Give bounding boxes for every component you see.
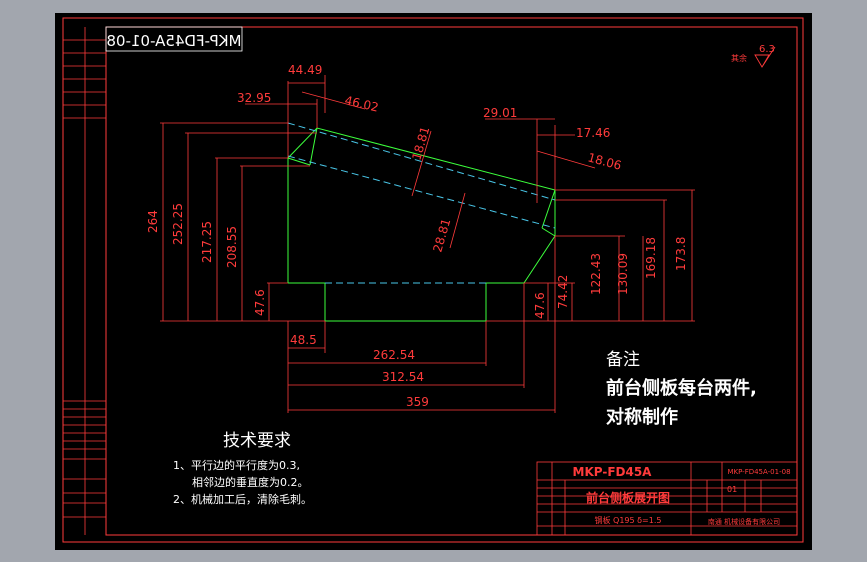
cad-drawing: MKP-FD45A-01-08 其余 6.3 [62, 17, 804, 543]
tech-item-1: 1、平行边的平行度为0.3, [173, 458, 300, 472]
dim-47-6-mid: 47.6 [533, 292, 547, 319]
part-outline [287, 127, 556, 322]
dim-217-25: 217.25 [200, 221, 214, 263]
title-quantity: 01 [727, 485, 737, 494]
note-line-1: 前台侧板每台两件, [606, 377, 757, 399]
dim-208-55: 208.55 [225, 226, 239, 268]
technical-requirements: 技术要求 1、平行边的平行度为0.3, 相邻边的垂直度为0.2。 2、机械加工后… [173, 431, 312, 506]
dim-18-06: 18.06 [586, 150, 623, 172]
dim-264: 264 [146, 210, 160, 233]
roughness-symbol: 其余 6.3 [731, 44, 776, 68]
dim-18-81: 18.81 [409, 125, 432, 162]
dim-130-09: 130.09 [616, 253, 630, 295]
dim-28-81: 28.81 [430, 217, 453, 254]
roughness-value: 6.3 [759, 44, 775, 55]
sheet-border [62, 17, 804, 543]
dim-44-49: 44.49 [288, 63, 322, 77]
dim-47-6-left: 47.6 [253, 289, 267, 316]
dim-17-46: 17.46 [576, 126, 610, 140]
dim-74-42: 74.42 [556, 275, 570, 309]
title-material: 钢板 Q195 δ=1.5 [595, 515, 662, 525]
dim-48-5: 48.5 [290, 333, 317, 347]
roughness-label: 其余 [731, 53, 747, 63]
drawing-number-box: MKP-FD45A-01-08 [105, 26, 243, 52]
cad-viewport[interactable]: MKP-FD45A-01-08 其余 6.3 [55, 13, 812, 550]
dim-29-01: 29.01 [483, 106, 517, 120]
tech-title: 技术要求 [223, 431, 291, 451]
dim-262-54: 262.54 [373, 348, 415, 362]
title-drawing-no: MKP-FD45A-01-08 [727, 468, 790, 476]
note-block: 备注 前台侧板每台两件, 对称制作 [606, 350, 757, 428]
dim-169-18: 169.18 [644, 237, 658, 279]
hidden-lines [287, 122, 556, 284]
dim-359: 359 [406, 395, 429, 409]
title-project: MKP-FD45A [573, 465, 653, 479]
dim-173-8: 173.8 [674, 237, 688, 271]
left-binding-strip [63, 27, 106, 535]
title-part-name: 前台侧板展开图 [586, 490, 670, 505]
note-line-2: 对称制作 [606, 406, 678, 428]
dim-32-95: 32.95 [237, 91, 271, 105]
tech-item-1b: 相邻边的垂直度为0.2。 [192, 475, 309, 489]
title-company: 南通 机械设备有限公司 [708, 517, 780, 526]
drawing-number-mirrored: MKP-FD45A-01-08 [106, 32, 241, 50]
dim-312-54: 312.54 [382, 370, 424, 384]
dim-46-02: 46.02 [343, 93, 380, 114]
dimension-lines [160, 75, 695, 413]
dim-122-43: 122.43 [589, 253, 603, 295]
dim-252-25: 252.25 [171, 203, 185, 245]
tech-item-2: 2、机械加工后，清除毛刺。 [173, 492, 312, 506]
note-title: 备注 [606, 350, 640, 370]
dimension-labels: 44.49 32.95 46.02 18.81 28.81 29.01 17.4… [146, 63, 688, 409]
title-block: MKP-FD45A MKP-FD45A-01-08 前台侧板展开图 01 钢板 … [536, 461, 798, 536]
